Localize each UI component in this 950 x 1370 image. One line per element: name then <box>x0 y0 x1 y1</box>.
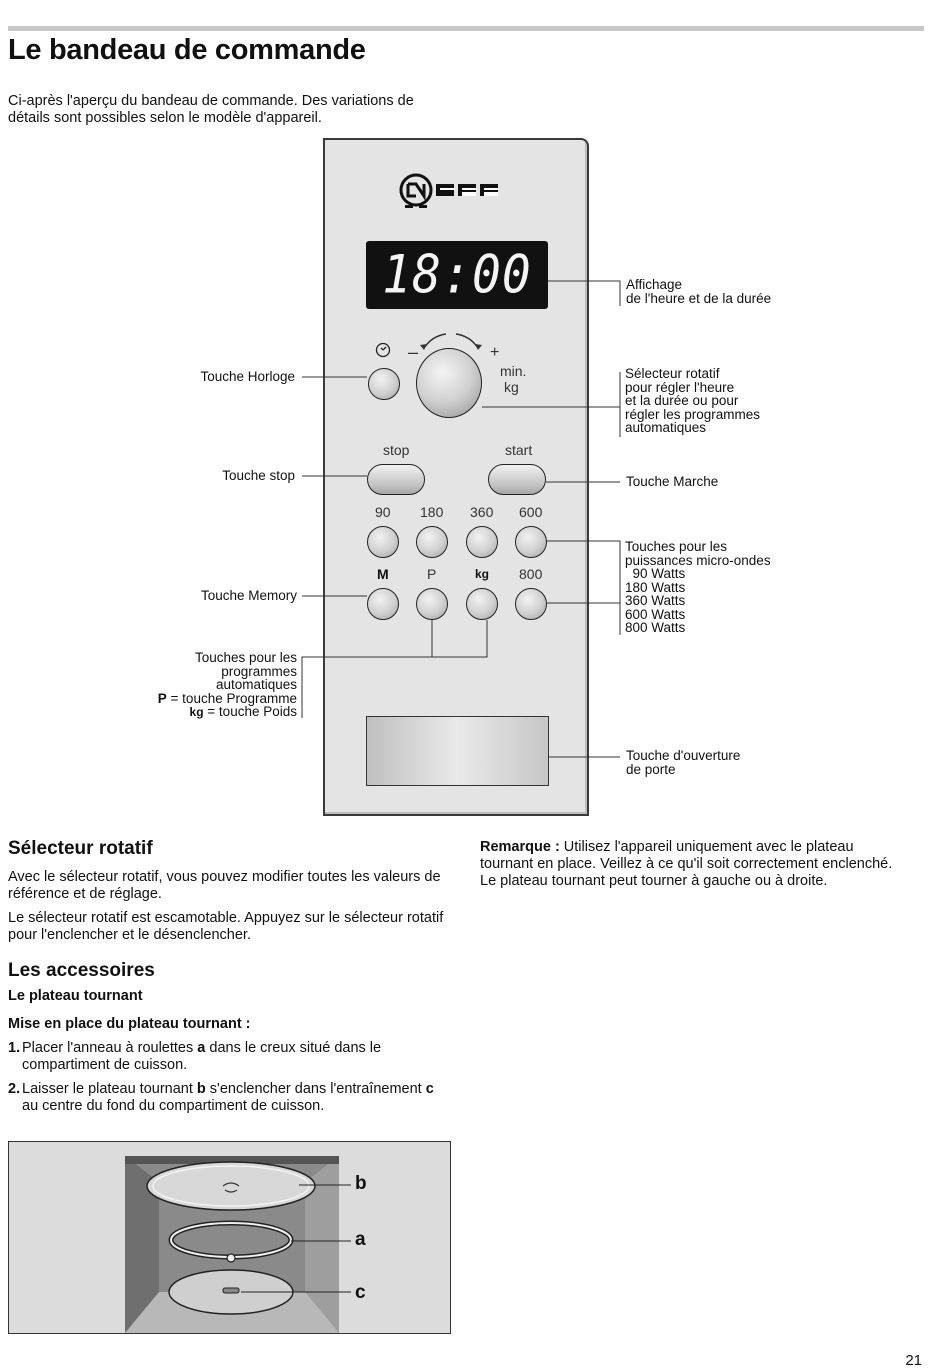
stop-label: stop <box>383 442 410 458</box>
start-button[interactable] <box>488 464 546 495</box>
rotation-arrows-icon <box>420 333 482 350</box>
start-label: start <box>505 442 533 458</box>
door-open-button[interactable] <box>366 716 549 786</box>
remark-label: Remarque : <box>480 839 560 855</box>
plus-label: + <box>490 344 500 361</box>
figure-label-a: a <box>355 1229 366 1250</box>
top-rule <box>8 26 924 31</box>
callout-rotary: Sélecteur rotatif pour régler l'heure et… <box>625 366 761 435</box>
rotary-paragraph-1: Avec le sélecteur rotatif, vous pouvez m… <box>8 869 441 902</box>
power-180-label: 180 <box>420 504 444 520</box>
callout-programs: Touches pour les programmes automatiques… <box>158 651 297 720</box>
remark-text: Utilisez l'appareil uniquement avec le p… <box>480 839 893 889</box>
memory-button[interactable] <box>367 588 399 620</box>
rotary-selector[interactable] <box>416 348 482 418</box>
callout-power: Touches pour les puissances micro-ondes … <box>625 539 771 635</box>
kg-label: kg <box>504 379 519 395</box>
weight-button[interactable] <box>466 588 498 620</box>
callout-stop: Touche stop <box>222 468 295 483</box>
power-90-label: 90 <box>375 504 391 520</box>
neff-logo <box>399 173 498 208</box>
callout-programs-p: P = touche Programme <box>157 690 297 706</box>
power-90-button[interactable] <box>367 526 399 558</box>
callout-programs-title: Touches pour les programmes automatiques <box>194 650 297 692</box>
power-600-label: 600 <box>519 504 543 520</box>
program-label: P <box>427 566 437 582</box>
program-button[interactable] <box>416 588 448 620</box>
step-2: 2. Laisser le plateau tournant b s'encle… <box>8 1081 434 1114</box>
memory-label: M <box>377 566 389 582</box>
intro-text: Ci-après l'aperçu du bandeau de commande… <box>8 93 414 126</box>
callout-door: Touche d'ouverture de porte <box>626 748 741 777</box>
callout-display: Affichage de l'heure et de la durée <box>626 277 772 306</box>
figure-label-b: b <box>355 1173 367 1194</box>
rotary-heading: Sélecteur rotatif <box>8 838 153 859</box>
step-1: 1. Placer l'anneau à roulettes a dans le… <box>8 1040 382 1073</box>
accessories-heading: Les accessoires <box>8 960 155 981</box>
power-800-button[interactable] <box>515 588 547 620</box>
page-title: Le bandeau de commande <box>8 34 366 66</box>
time-display: 18:00 <box>366 241 548 309</box>
page-number: 21 <box>905 1352 922 1369</box>
weight-label: kg <box>475 567 490 581</box>
turntable-subheading: Le plateau tournant <box>8 988 143 1004</box>
figure-label-c: c <box>355 1282 366 1303</box>
callout-programs-kg: kg = touche Poids <box>189 704 297 719</box>
power-600-button[interactable] <box>515 526 547 558</box>
rotary-paragraph-2: Le sélecteur rotatif est escamotable. Ap… <box>8 910 444 943</box>
turntable-figure: b a c <box>8 1141 451 1334</box>
power-360-button[interactable] <box>466 526 498 558</box>
callout-memory: Touche Memory <box>200 588 297 603</box>
remark-paragraph: Remarque : Utilisez l'appareil uniquemen… <box>480 839 900 890</box>
turntable-illustration <box>9 1142 450 1333</box>
minus-label: – <box>408 342 419 362</box>
callout-start: Touche Marche <box>626 474 719 489</box>
power-180-button[interactable] <box>416 526 448 558</box>
clock-icon <box>375 342 391 358</box>
callout-clock: Touche Horloge <box>200 369 295 384</box>
display-value: 18:00 <box>382 244 532 306</box>
clock-button[interactable] <box>368 368 400 400</box>
steps-heading: Mise en place du plateau tournant : <box>8 1016 251 1032</box>
min-label: min. <box>500 363 527 379</box>
power-360-label: 360 <box>470 504 494 520</box>
power-800-label: 800 <box>519 566 543 582</box>
stop-button[interactable] <box>367 464 425 495</box>
